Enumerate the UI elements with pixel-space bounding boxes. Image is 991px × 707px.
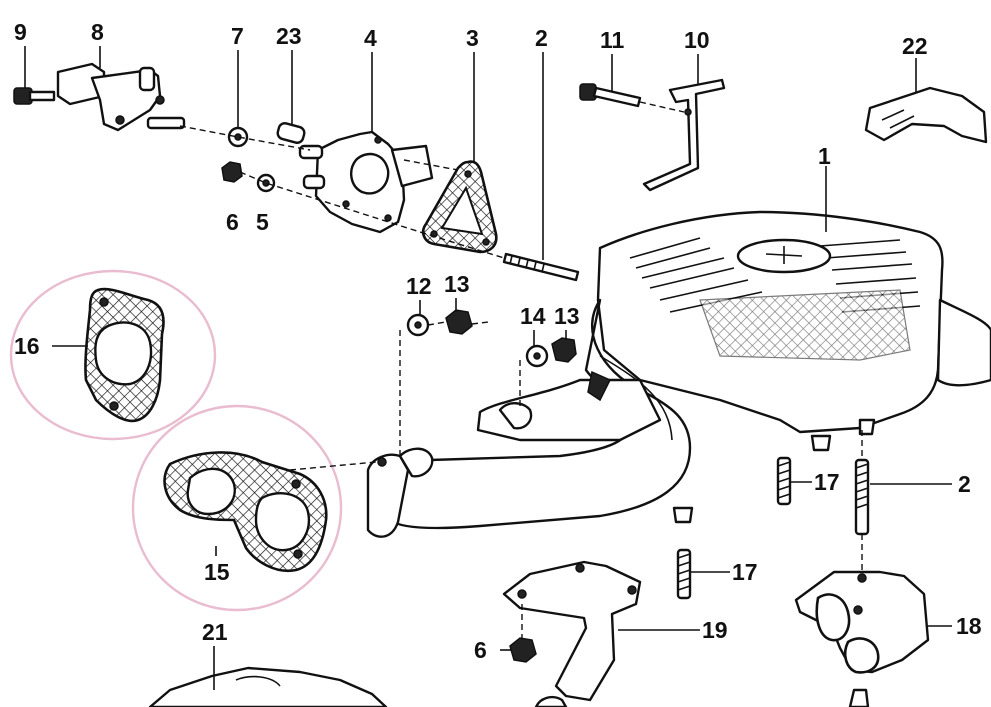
callout-17-a: 17 xyxy=(814,469,840,495)
part-2-stud-right xyxy=(854,458,870,536)
part-3-gasket xyxy=(421,160,498,254)
part-6-nut-bottom xyxy=(509,637,537,663)
callout-13-b: 13 xyxy=(554,303,580,329)
part-6-nut-top xyxy=(221,161,243,183)
part-11-bolt xyxy=(579,83,642,108)
part-13-nut-b xyxy=(551,337,577,363)
leader-lines xyxy=(24,46,952,690)
part-15-gasket xyxy=(163,451,328,573)
callout-9: 9 xyxy=(14,19,27,45)
callout-8: 8 xyxy=(91,19,104,45)
callout-14: 14 xyxy=(520,303,546,329)
part-13-nut-a xyxy=(445,309,473,335)
callout-6-bottom: 6 xyxy=(474,637,487,663)
part-10-bracket xyxy=(642,78,726,192)
part-2-stud-top xyxy=(502,252,580,282)
part-14-washer xyxy=(525,344,549,368)
callout-10: 10 xyxy=(684,27,710,53)
highlight-circle-gasket-16 xyxy=(9,269,217,441)
callout-labels: 9 8 7 23 4 3 2 11 10 22 1 6 5 12 13 14 1… xyxy=(14,19,982,663)
part-5-washer xyxy=(256,173,276,193)
cropped-part-bottom xyxy=(534,688,870,707)
part-17-stud-b xyxy=(676,548,692,600)
callout-1: 1 xyxy=(818,143,831,169)
callout-16: 16 xyxy=(14,333,40,359)
part-8-sensor xyxy=(56,62,186,132)
highlight-circle-gasket-15 xyxy=(131,404,343,612)
callout-19: 19 xyxy=(702,617,728,643)
callout-11: 11 xyxy=(600,27,625,53)
callout-22: 22 xyxy=(902,33,928,59)
callout-21: 21 xyxy=(202,619,228,645)
callout-23: 23 xyxy=(276,23,302,49)
part-12-washer xyxy=(406,313,430,337)
part-21-housing xyxy=(148,666,388,707)
part-18-mount xyxy=(794,570,930,674)
callout-4: 4 xyxy=(364,25,377,51)
part-9-bolt xyxy=(13,87,56,105)
callout-5: 5 xyxy=(256,209,269,235)
part-17-stud-a xyxy=(776,456,792,506)
callout-17-b: 17 xyxy=(732,559,758,585)
callout-18: 18 xyxy=(956,613,982,639)
callout-3: 3 xyxy=(466,25,479,51)
part-23-sleeve xyxy=(276,122,306,144)
callout-2-right: 2 xyxy=(958,471,971,497)
part-4-housing xyxy=(298,130,434,234)
part-22-mount xyxy=(864,86,988,144)
callout-7: 7 xyxy=(231,23,244,49)
callout-2-top: 2 xyxy=(535,25,548,51)
callout-12: 12 xyxy=(406,273,432,299)
callout-13-a: 13 xyxy=(444,271,470,297)
part-1-intake-manifold xyxy=(366,210,991,538)
callout-15: 15 xyxy=(204,559,230,585)
assembly-lines xyxy=(179,101,863,640)
part-16-gasket xyxy=(84,287,165,423)
part-7-washer xyxy=(227,126,249,148)
part-19-bracket xyxy=(502,560,642,702)
callout-6-top: 6 xyxy=(226,209,239,235)
